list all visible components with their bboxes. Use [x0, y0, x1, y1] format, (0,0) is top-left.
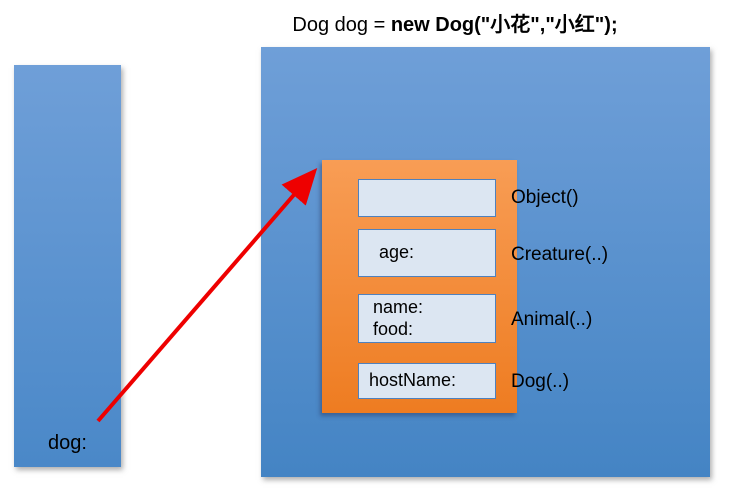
code-statement-prefix: Dog dog = [292, 14, 391, 36]
field-slot-object [358, 179, 496, 217]
variable-label: dog: [48, 432, 87, 454]
field-label-food: food: [373, 318, 414, 339]
field-label-name: name: [373, 296, 424, 317]
field-label-hostname: hostName: [369, 370, 457, 391]
field-label-age: age: [379, 242, 415, 263]
constructor-label-creature: Creature(..) [511, 244, 609, 265]
code-statement: Dog dog = new Dog("小花","小红"); [160, 8, 729, 37]
field-slot-dog: hostName: [358, 363, 496, 399]
stack-box: dog: [14, 65, 121, 467]
field-slot-creature: age: [358, 229, 496, 277]
constructor-label-animal: Animal(..) [511, 309, 593, 330]
constructor-label-dog: Dog(..) [511, 371, 570, 392]
field-slot-animal: name: food: [358, 294, 496, 343]
constructor-label-object: Object() [511, 187, 579, 208]
code-statement-bold: new Dog("小花","小红"); [390, 14, 618, 36]
